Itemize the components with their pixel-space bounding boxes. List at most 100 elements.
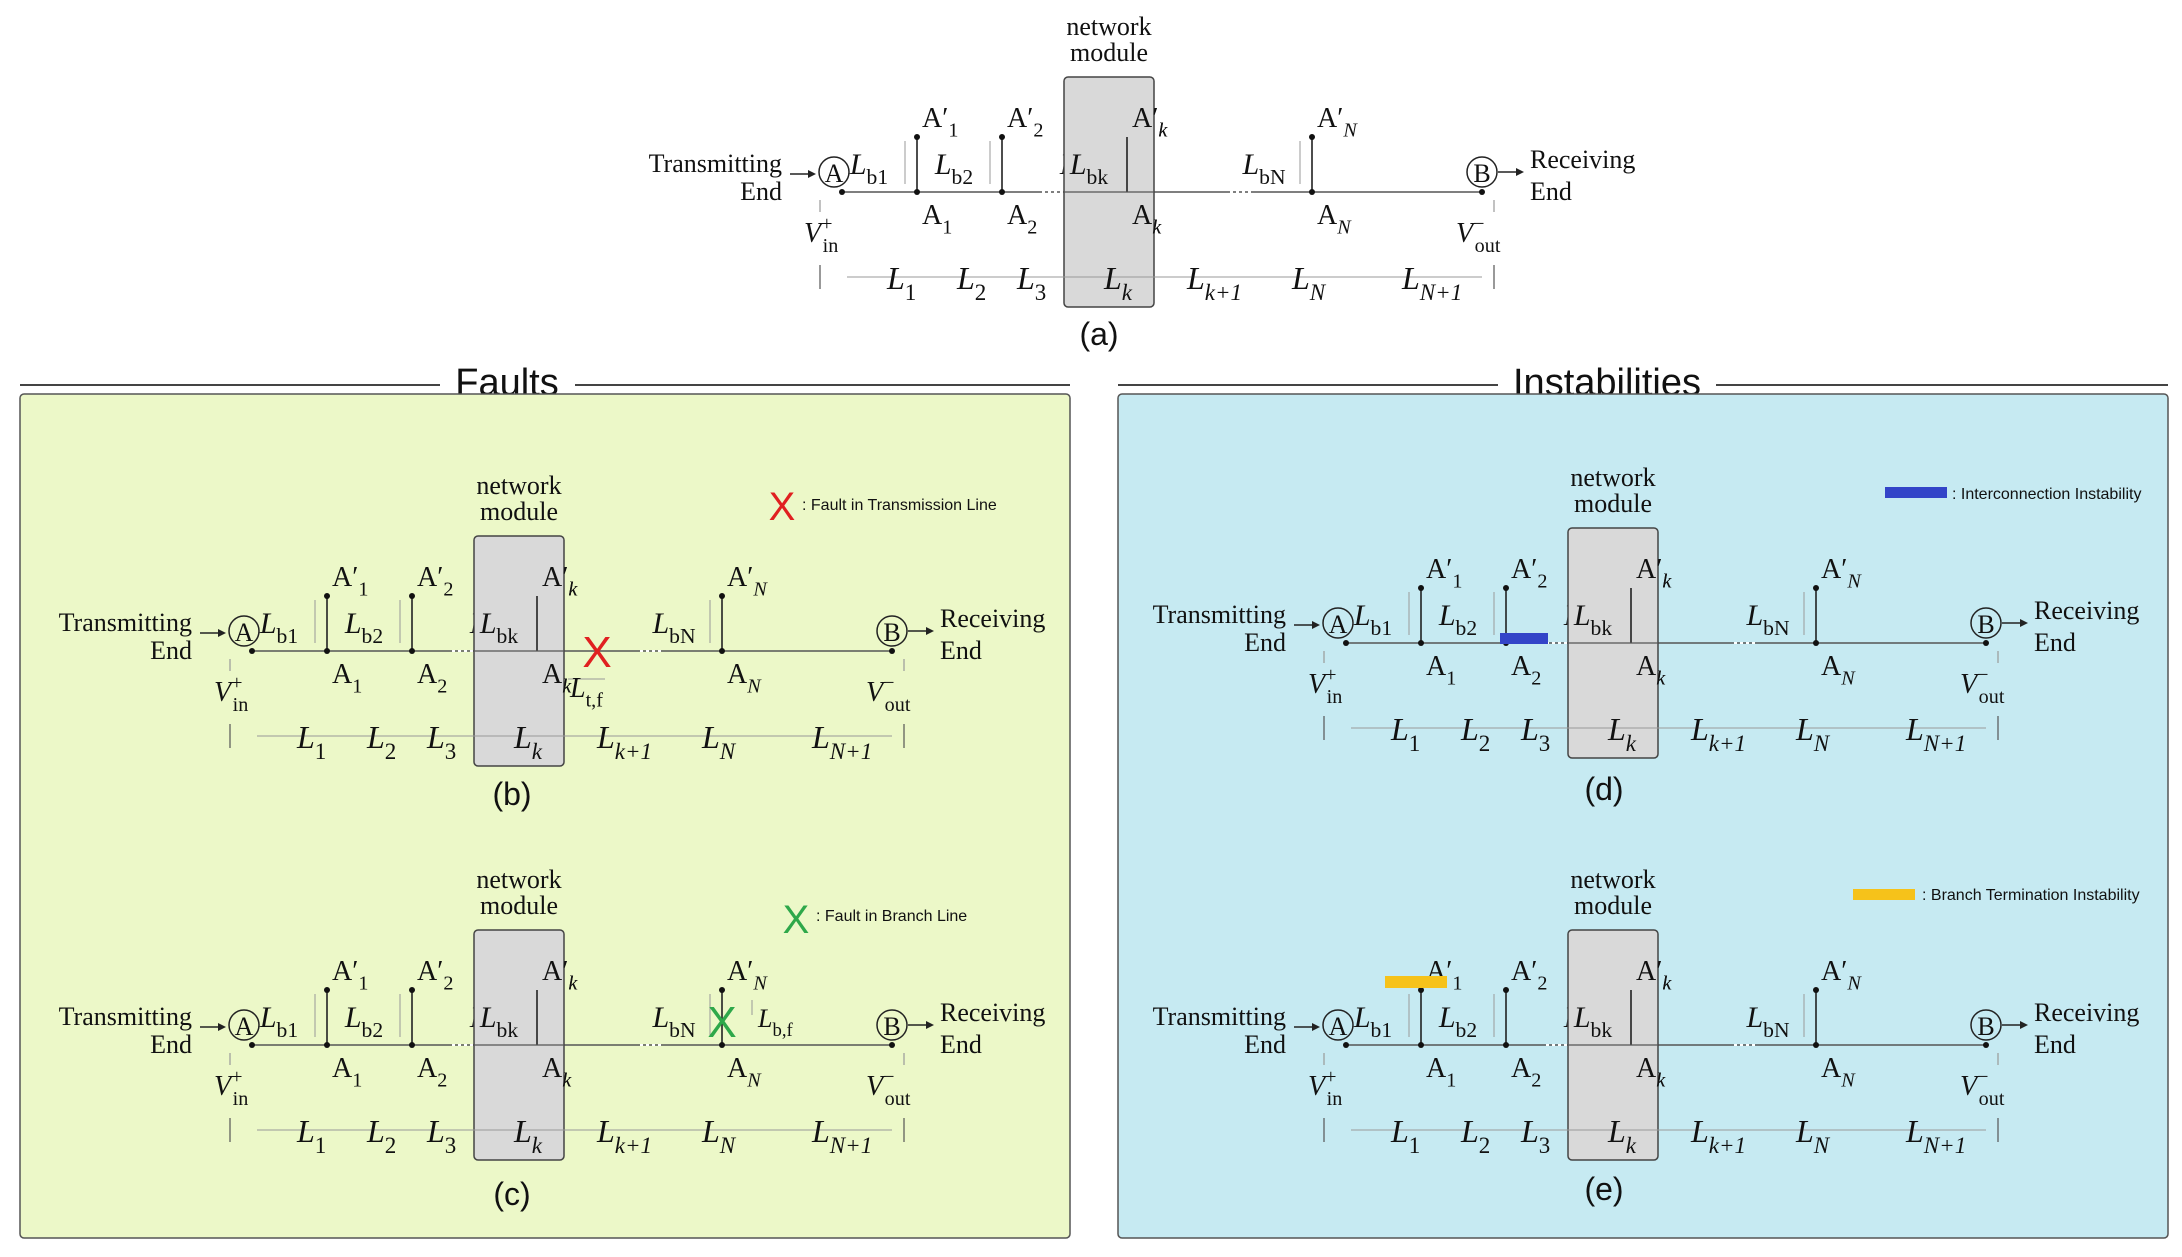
segment-length-label: LN	[701, 719, 737, 764]
segment-length-label-main: L	[513, 1113, 532, 1149]
branch-top-label-prime: ′	[437, 562, 443, 593]
branch-k-length-label-main: L	[1573, 599, 1591, 632]
branch-length-label-main: L	[849, 148, 867, 181]
branch-k-length-label-sub: bk	[1591, 1018, 1613, 1042]
branch-length-label-main: L	[934, 148, 952, 181]
arrow-in-icon	[1312, 1023, 1320, 1031]
branch-length-label-main: L	[1745, 1001, 1763, 1034]
branch-end-dot	[719, 987, 725, 993]
branch-top-label: A′N	[727, 956, 768, 995]
branch-bottom-label-main: A	[922, 200, 943, 231]
branch-k-top-label: A′k	[1132, 103, 1168, 142]
segment-length-label: L1	[886, 260, 916, 305]
branch-bottom-label-main: A	[417, 1053, 438, 1084]
segment-length-label: L3	[1520, 711, 1550, 756]
node-a-label: A	[825, 159, 844, 188]
segment-length-label-main: L	[426, 1113, 445, 1149]
branch-length-label: Lb1	[259, 607, 298, 648]
branch-k-length-label: Lbk	[1573, 599, 1612, 640]
branch-k-bottom-label-main: A	[1636, 1053, 1657, 1084]
segment-length-label-sub: 2	[385, 738, 397, 764]
branch-k-top-label-sub: k	[1662, 973, 1672, 995]
segment-length-label-sub: N+1	[1923, 1132, 1966, 1158]
branch-bottom-label-sub: N	[1840, 1070, 1856, 1092]
node-b-label: B	[1473, 159, 1490, 188]
vout-label-sup: −	[1977, 1066, 1988, 1088]
arrow-in-icon	[1312, 621, 1320, 629]
branch-fault-x-icon: X	[707, 998, 736, 1047]
network-module-label-2: module	[480, 497, 558, 526]
vout-label-sup: −	[1473, 213, 1484, 235]
receiving-end-label: End	[2034, 628, 2076, 657]
branch-top-label-sub: N	[1846, 973, 1862, 995]
branch-k-length-label-main: L	[1573, 1001, 1591, 1034]
node-a-circle-icon	[1322, 1009, 1354, 1041]
segment-length-label: L1	[1390, 711, 1420, 756]
caption-a: (a)	[1079, 316, 1118, 352]
branch-k-top-label-sub: k	[1158, 120, 1168, 142]
segment-length-label: Lk	[513, 719, 543, 764]
branch-top-label: A′N	[727, 562, 768, 601]
segment-length-label-main: L	[1690, 1113, 1709, 1149]
branch-bottom-label-main: A	[1317, 200, 1338, 231]
node-b-dot	[1983, 640, 1989, 646]
branch-k-top-label: A′k	[542, 956, 578, 995]
branch-top-label-sub: N	[752, 579, 768, 601]
legend-transmission-fault: X : Fault in Transmission Line	[769, 485, 997, 529]
branch-length-label-sub: b1	[1371, 616, 1393, 640]
branch-bottom-label-sub: 1	[942, 217, 952, 239]
branch-end-dot	[1309, 134, 1315, 140]
branch-top-label-sub: k	[1158, 120, 1168, 142]
branch-length-label-main: L	[651, 1001, 669, 1034]
branch-bottom-label-main: A	[1007, 200, 1028, 231]
arrow-in-icon	[218, 629, 226, 637]
vout-label-sub: out	[1475, 235, 1501, 257]
network-module-label-1: network	[1570, 463, 1655, 492]
branch-length-label-sub: b1	[867, 165, 889, 189]
segment-length-label-main: L	[1690, 711, 1709, 747]
branch-bottom-label-sub: 2	[437, 676, 447, 698]
segment-length-label: L1	[296, 719, 326, 764]
transmitting-label: Transmitting	[1153, 1002, 1286, 1031]
vout-label-sub: out	[885, 1088, 911, 1110]
branch-junction-dot	[1418, 640, 1424, 646]
node-a-circle-icon	[228, 615, 260, 647]
branch-length-label-sub: bN	[1259, 165, 1286, 189]
branch-length-label-sub: bN	[669, 624, 696, 648]
branch-length-label: LbN	[1745, 1001, 1789, 1042]
branch-bottom-label-sub: k	[1656, 668, 1666, 690]
segment-length-label-sub: 1	[315, 738, 327, 764]
node-a-dot	[249, 648, 255, 654]
network-module-label-1: network	[476, 865, 561, 894]
branch-length-label: Lb1	[1353, 599, 1392, 640]
branch-k-length-label-main: L	[1069, 148, 1087, 181]
receiving-label: Receiving	[940, 604, 1045, 633]
segment-length-label-sub: k	[532, 1132, 543, 1158]
segment-length-label: Lk	[1103, 260, 1133, 305]
branch-bottom-label: A2	[417, 1053, 447, 1092]
segment-length-label-sub: k	[1626, 1132, 1637, 1158]
branch-length-label-main: L	[259, 1001, 277, 1034]
transmitting-end-label: End	[150, 1030, 192, 1059]
segment-length-label: Lk+1	[1690, 1113, 1746, 1158]
branch-top-label: A′1	[1426, 554, 1462, 593]
branch-bottom-label: A2	[1511, 1053, 1541, 1092]
branch-length-label: LbN	[651, 1001, 695, 1042]
branch-top-label-sub: 1	[1452, 571, 1462, 593]
network-module-label-2: module	[480, 891, 558, 920]
branch-top-label-main: A	[417, 956, 438, 987]
vin-label-sub: in	[1327, 1088, 1343, 1110]
branch-end-dot	[324, 593, 330, 599]
vout-label-sub: out	[885, 694, 911, 716]
branch-bottom-label-sub: 2	[1531, 668, 1541, 690]
vout-label-sup: −	[883, 1066, 894, 1088]
arrow-out-icon	[926, 1021, 934, 1029]
branch-length-label-main: L	[1438, 599, 1456, 632]
segment-length-label-main: L	[1401, 260, 1420, 296]
branch-junction-dot	[409, 648, 415, 654]
transmission-fault-x-icon: X	[582, 628, 611, 677]
branch-k-top-label-main: A	[1636, 956, 1657, 987]
node-a-label: A	[235, 618, 254, 647]
segment-length-label-sub: 3	[1539, 730, 1551, 756]
vin-label: V+in	[804, 213, 838, 257]
